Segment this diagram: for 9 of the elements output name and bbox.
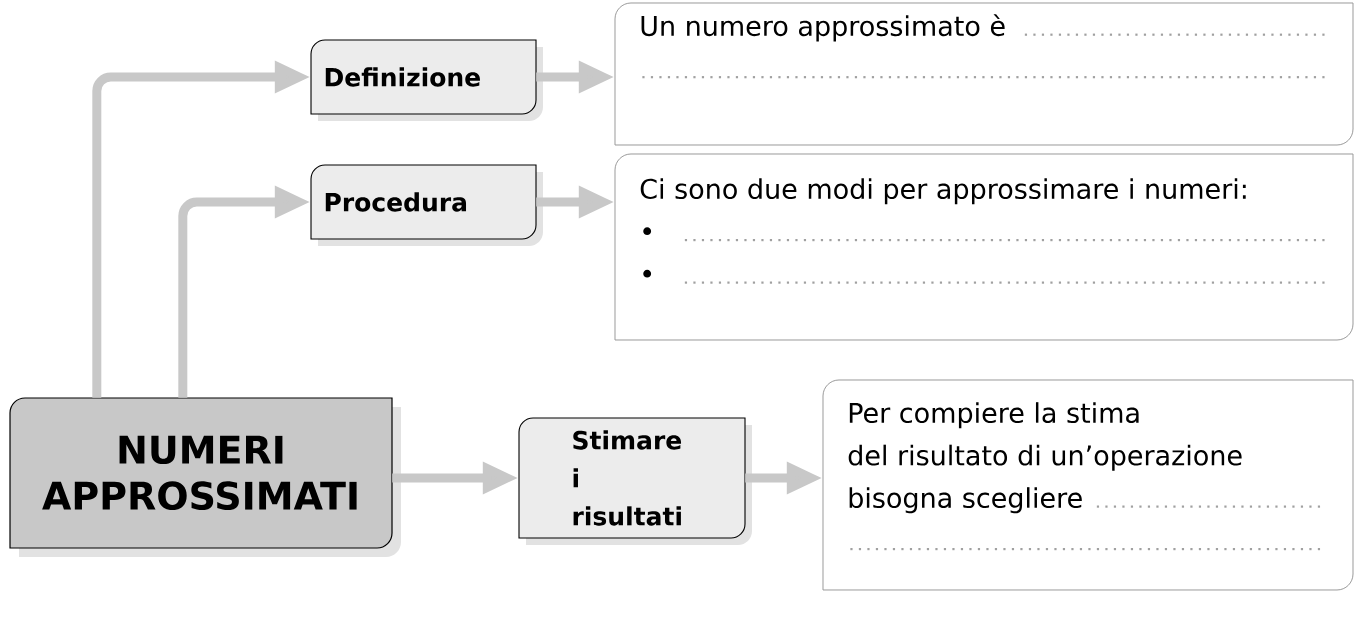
text-box: Ci sono due modi per approssimare i numeri: • • bbox=[614, 153, 1354, 341]
text-box: Un numero approssimato è bbox=[614, 2, 1354, 146]
bullet: • bbox=[643, 227, 652, 236]
text-box: Per compiere la stima del risultato di un’operazione bisogna scegliere bbox=[822, 379, 1354, 591]
topic-box: Definizione bbox=[310, 39, 543, 121]
topic-box: Procedura bbox=[310, 164, 543, 246]
title-box: NUMERI APPROSSIMATI bbox=[9, 397, 401, 557]
bullet: • bbox=[643, 269, 652, 278]
topic-box: Stimare i risultati bbox=[518, 417, 752, 545]
